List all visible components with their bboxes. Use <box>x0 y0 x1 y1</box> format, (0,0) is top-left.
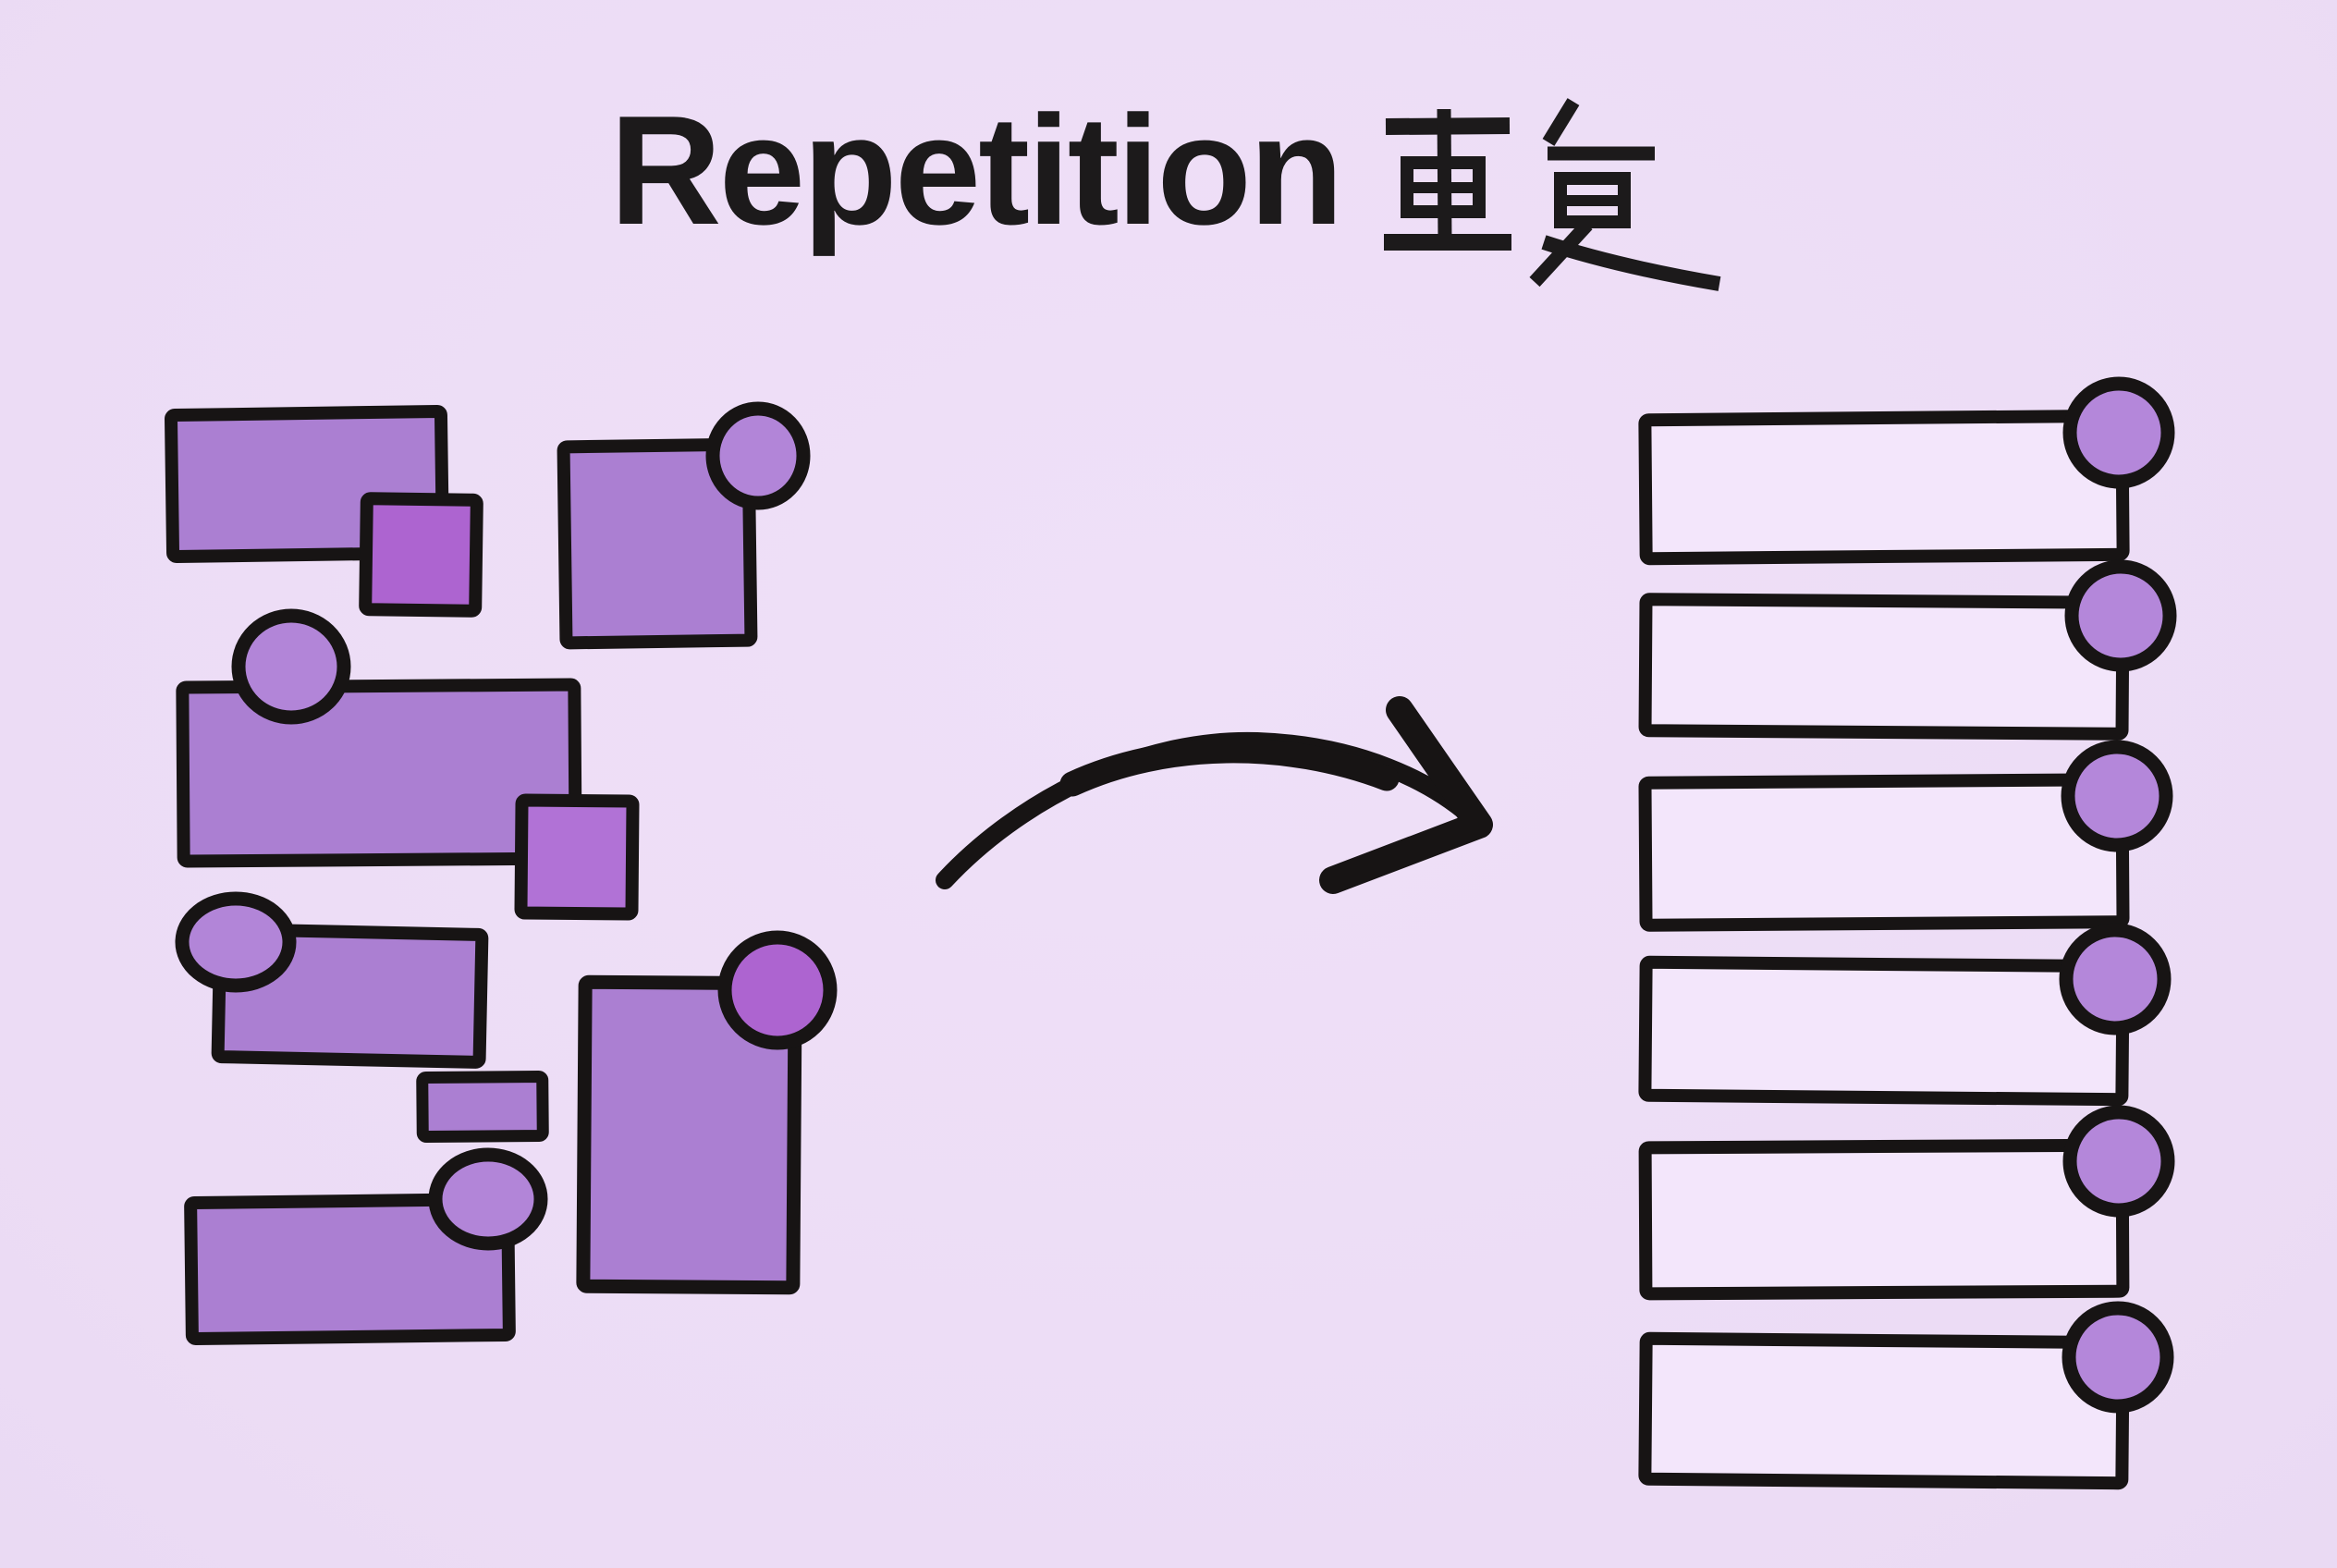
right-row-4-box <box>1638 955 2130 1107</box>
left-square-with-circle <box>557 437 758 650</box>
right-row-5-dot <box>2062 1105 2175 1218</box>
left-bar-small <box>416 1070 549 1144</box>
right-row-6-dot <box>2062 1301 2174 1414</box>
left-ellipse-top-2 <box>175 891 297 993</box>
right-row-3-box <box>1638 773 2130 932</box>
arrow-head <box>1319 696 1493 894</box>
right-row-1-box <box>1638 409 2130 566</box>
left-square-small-overlap <box>359 492 483 618</box>
left-square-small-mid <box>514 793 640 921</box>
left-rect-bottom <box>184 1192 516 1346</box>
right-row-2-dot <box>2064 559 2177 672</box>
left-ellipse-top-3 <box>428 1147 548 1251</box>
left-circle-top-right-2 <box>717 930 838 1050</box>
left-rect-tall <box>576 974 802 1295</box>
right-row-3-dot <box>2061 740 2173 852</box>
right-row-2-box <box>1638 593 2130 741</box>
right-row-6-box <box>1638 1331 2130 1490</box>
left-rect-wide-middle <box>176 678 582 868</box>
right-row-4-dot <box>2059 923 2172 1035</box>
right-row-1-dot <box>2062 376 2175 489</box>
left-circle-top-right-1 <box>705 401 811 510</box>
left-ellipse-top-1 <box>231 608 351 725</box>
arrow-body-core <box>1059 738 1400 797</box>
right-row-5-box <box>1638 1138 2130 1301</box>
